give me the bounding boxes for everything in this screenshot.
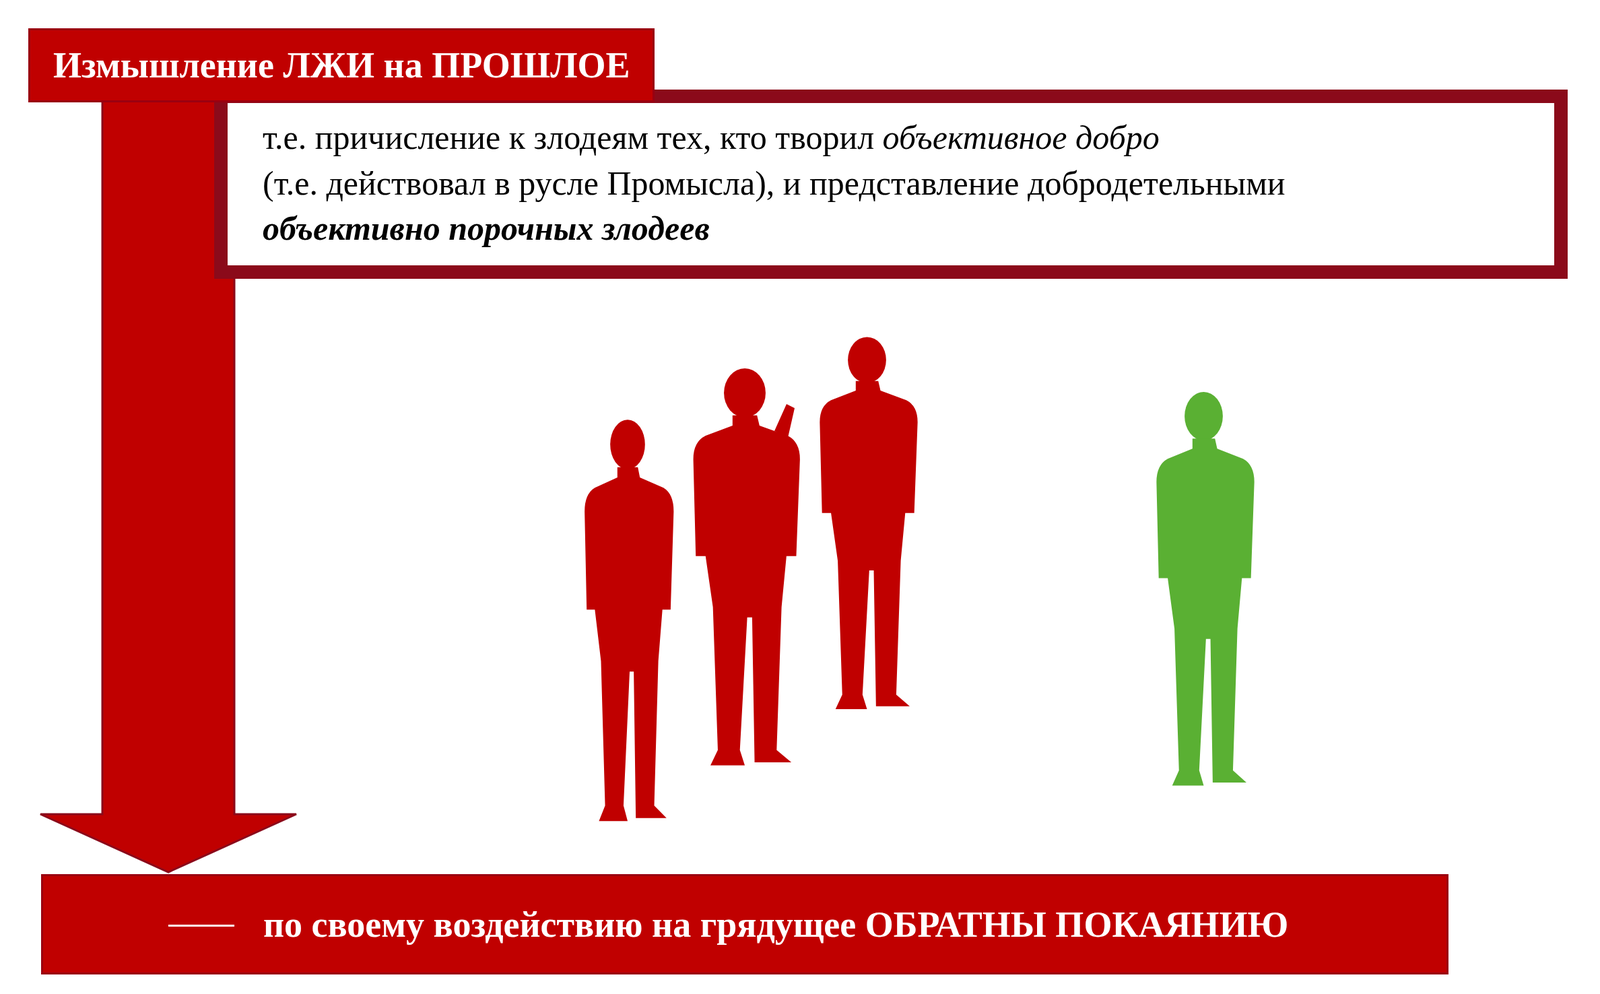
box-text: (т.е. действовал в русле Промысла), и пр… — [262, 160, 1528, 207]
text-box: т.е. причисление к злодеям тех, кто твор… — [214, 89, 1568, 279]
box-text: объективно порочных злодеев — [262, 206, 1528, 252]
box-text: объективное добро — [882, 118, 1160, 157]
person-silhouette — [584, 419, 674, 821]
person-silhouette — [693, 368, 800, 765]
box-text: по своему воздействию на грядущее ОБРАТН… — [263, 903, 1289, 946]
person-silhouette — [819, 337, 918, 710]
box-text: Измышление ЛЖИ на ПРОШЛОЕ — [53, 44, 630, 87]
person-silhouette — [1156, 391, 1254, 786]
bottom-bar: по своему воздействию на грядущее ОБРАТН… — [41, 874, 1449, 975]
box-text: т.е. причисление к злодеям тех, кто твор… — [262, 118, 875, 157]
banner: Измышление ЛЖИ на ПРОШЛОЕ — [28, 28, 655, 103]
raised-hand — [774, 404, 795, 438]
